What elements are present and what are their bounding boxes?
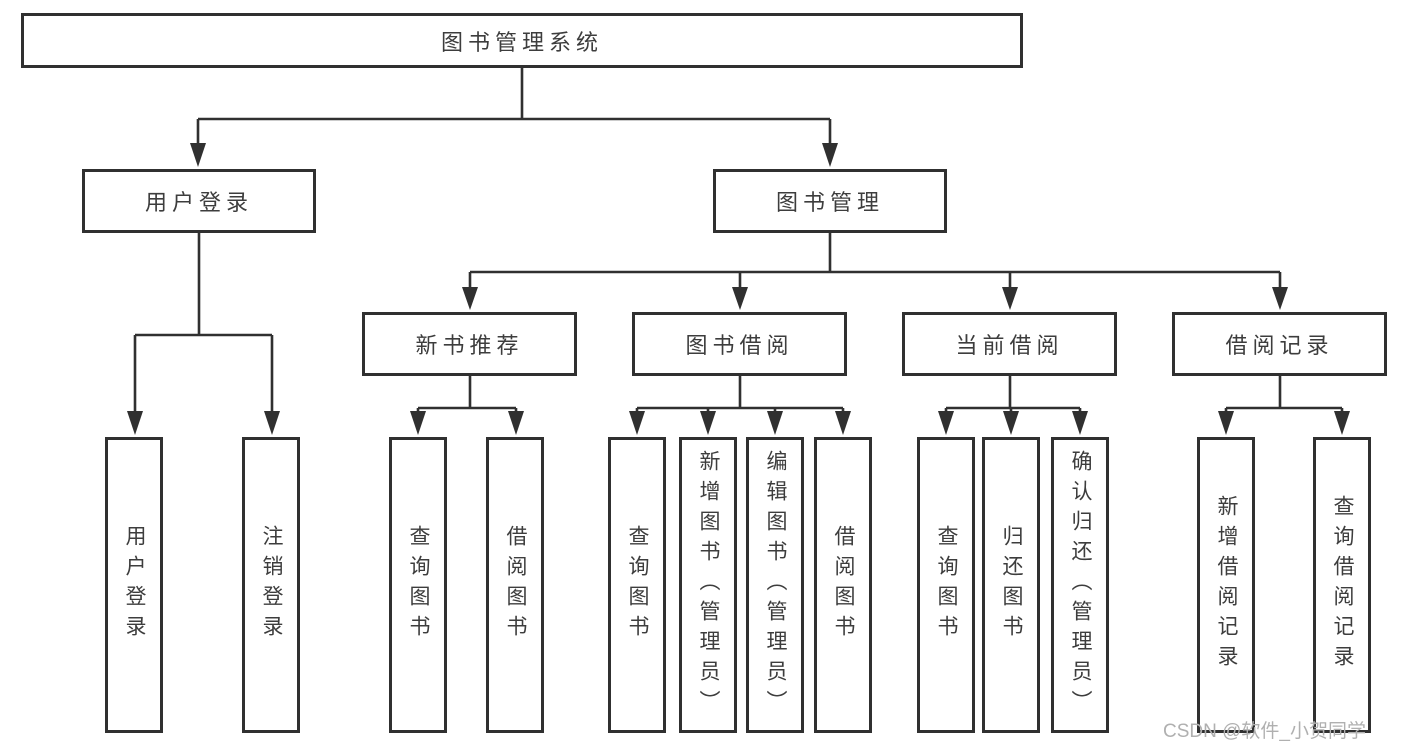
node-label: 查询借阅记录 [1331, 495, 1354, 675]
node-label: 注销登录 [260, 525, 283, 645]
leaf-user-login: 用户登录 [105, 437, 163, 733]
node-label: 当前借阅 [955, 333, 1064, 358]
node-new-book-recommend: 新书推荐 [362, 312, 577, 376]
node-label: 新书推荐 [415, 333, 524, 358]
node-label: 查询图书 [407, 525, 430, 645]
leaf-query-borrow-record: 查询借阅记录 [1313, 437, 1371, 733]
leaf-edit-book-admin: 编辑图书（管理员） [746, 437, 804, 733]
node-label: 图书管理系统 [440, 29, 603, 55]
node-label: 用户登录 [123, 525, 146, 645]
leaf-query-books-3: 查询图书 [917, 437, 975, 733]
leaf-logout: 注销登录 [242, 437, 300, 733]
node-label: 借阅图书 [504, 525, 527, 645]
node-label: 确认归还（管理员） [1069, 450, 1092, 720]
node-library-management-system: 图书管理系统 [21, 13, 1023, 68]
node-label: 新增图书（管理员） [697, 450, 720, 720]
node-current-borrow: 当前借阅 [902, 312, 1117, 376]
node-user-login: 用户登录 [82, 169, 316, 233]
node-label: 归还图书 [1000, 525, 1023, 645]
leaf-query-books-1: 查询图书 [389, 437, 447, 733]
node-label: 借阅记录 [1225, 333, 1334, 358]
node-label: 图书借阅 [685, 333, 794, 358]
leaf-borrow-books-1: 借阅图书 [486, 437, 544, 733]
leaf-return-book: 归还图书 [982, 437, 1040, 733]
node-label: 用户登录 [144, 190, 253, 215]
node-label: 查询图书 [935, 525, 958, 645]
node-label: 图书管理 [775, 190, 884, 215]
leaf-confirm-return-admin: 确认归还（管理员） [1051, 437, 1109, 733]
leaf-borrow-books-2: 借阅图书 [814, 437, 872, 733]
leaf-add-book-admin: 新增图书（管理员） [679, 437, 737, 733]
node-book-borrow: 图书借阅 [632, 312, 847, 376]
leaf-query-books-2: 查询图书 [608, 437, 666, 733]
node-label: 查询图书 [626, 525, 649, 645]
csdn-watermark: CSDN @软件_小贺同学 [1163, 721, 1366, 742]
node-label: 编辑图书（管理员） [764, 450, 787, 720]
node-label: 借阅图书 [832, 525, 855, 645]
node-borrow-records: 借阅记录 [1172, 312, 1387, 376]
leaf-add-borrow-record: 新增借阅记录 [1197, 437, 1255, 733]
node-book-management: 图书管理 [713, 169, 947, 233]
node-label: 新增借阅记录 [1215, 495, 1238, 675]
